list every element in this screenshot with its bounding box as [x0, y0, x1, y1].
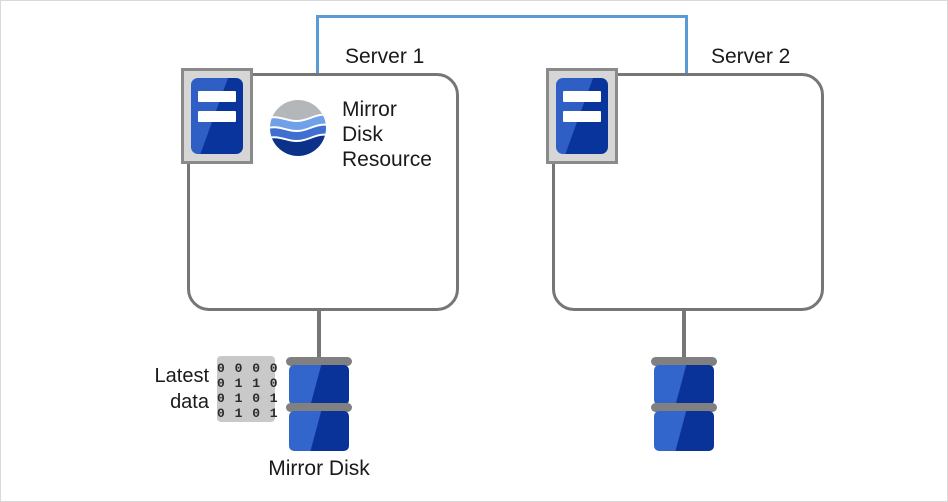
- mirror-disk-server-2: [651, 357, 717, 457]
- resource-label-line-1: Mirror: [342, 98, 397, 121]
- server-icon-slot: [563, 91, 601, 102]
- resource-label-line-3: Resource: [342, 148, 432, 171]
- server-icon-slot: [563, 111, 601, 122]
- server-icon-body: [191, 78, 243, 154]
- disk-block: [289, 411, 349, 451]
- server-icon-slot: [198, 91, 236, 102]
- disk-block: [654, 365, 714, 405]
- latest-data-line-1: Latest: [154, 365, 209, 387]
- binary-row: 0 1 1 0: [217, 376, 279, 391]
- binary-row: 0 0 0 0: [217, 361, 279, 376]
- mirror-disk-resource-logo: [269, 99, 327, 157]
- disk-block: [654, 411, 714, 451]
- disk-platter: [286, 357, 352, 366]
- server-1-disk-connector: [317, 311, 321, 359]
- mirror-disk-resource-label: Mirror Disk Resource: [342, 97, 432, 172]
- resource-label-line-2: Disk: [342, 123, 383, 146]
- binary-row: 0 1 0 1: [217, 406, 279, 421]
- server-interconnect-line: [316, 15, 688, 75]
- server-1-label: Server 1: [345, 45, 425, 68]
- mirror-disk-caption: Mirror Disk: [268, 457, 370, 480]
- binary-data-chip: 0 0 0 0 0 1 1 0 0 1 0 1 0 1 0 1: [217, 356, 279, 422]
- server-icon-slot: [198, 111, 236, 122]
- latest-data-label: Latest data: [121, 363, 209, 415]
- server-icon: [546, 68, 618, 164]
- interconnect-horizontal-segment: [316, 15, 688, 18]
- latest-data-line-2: data: [170, 391, 209, 413]
- server-2-label: Server 2: [711, 45, 791, 68]
- disk-platter: [651, 357, 717, 366]
- disk-block: [289, 365, 349, 405]
- interconnect-left-leg: [316, 15, 319, 75]
- disk-platter: [651, 403, 717, 412]
- disk-platter: [286, 403, 352, 412]
- binary-row: 0 1 0 1: [217, 391, 279, 406]
- server-icon: [181, 68, 253, 164]
- mirror-disk-server-1: [286, 357, 352, 457]
- server-icon-body: [556, 78, 608, 154]
- interconnect-right-leg: [685, 15, 688, 75]
- server-2-disk-connector: [682, 311, 686, 359]
